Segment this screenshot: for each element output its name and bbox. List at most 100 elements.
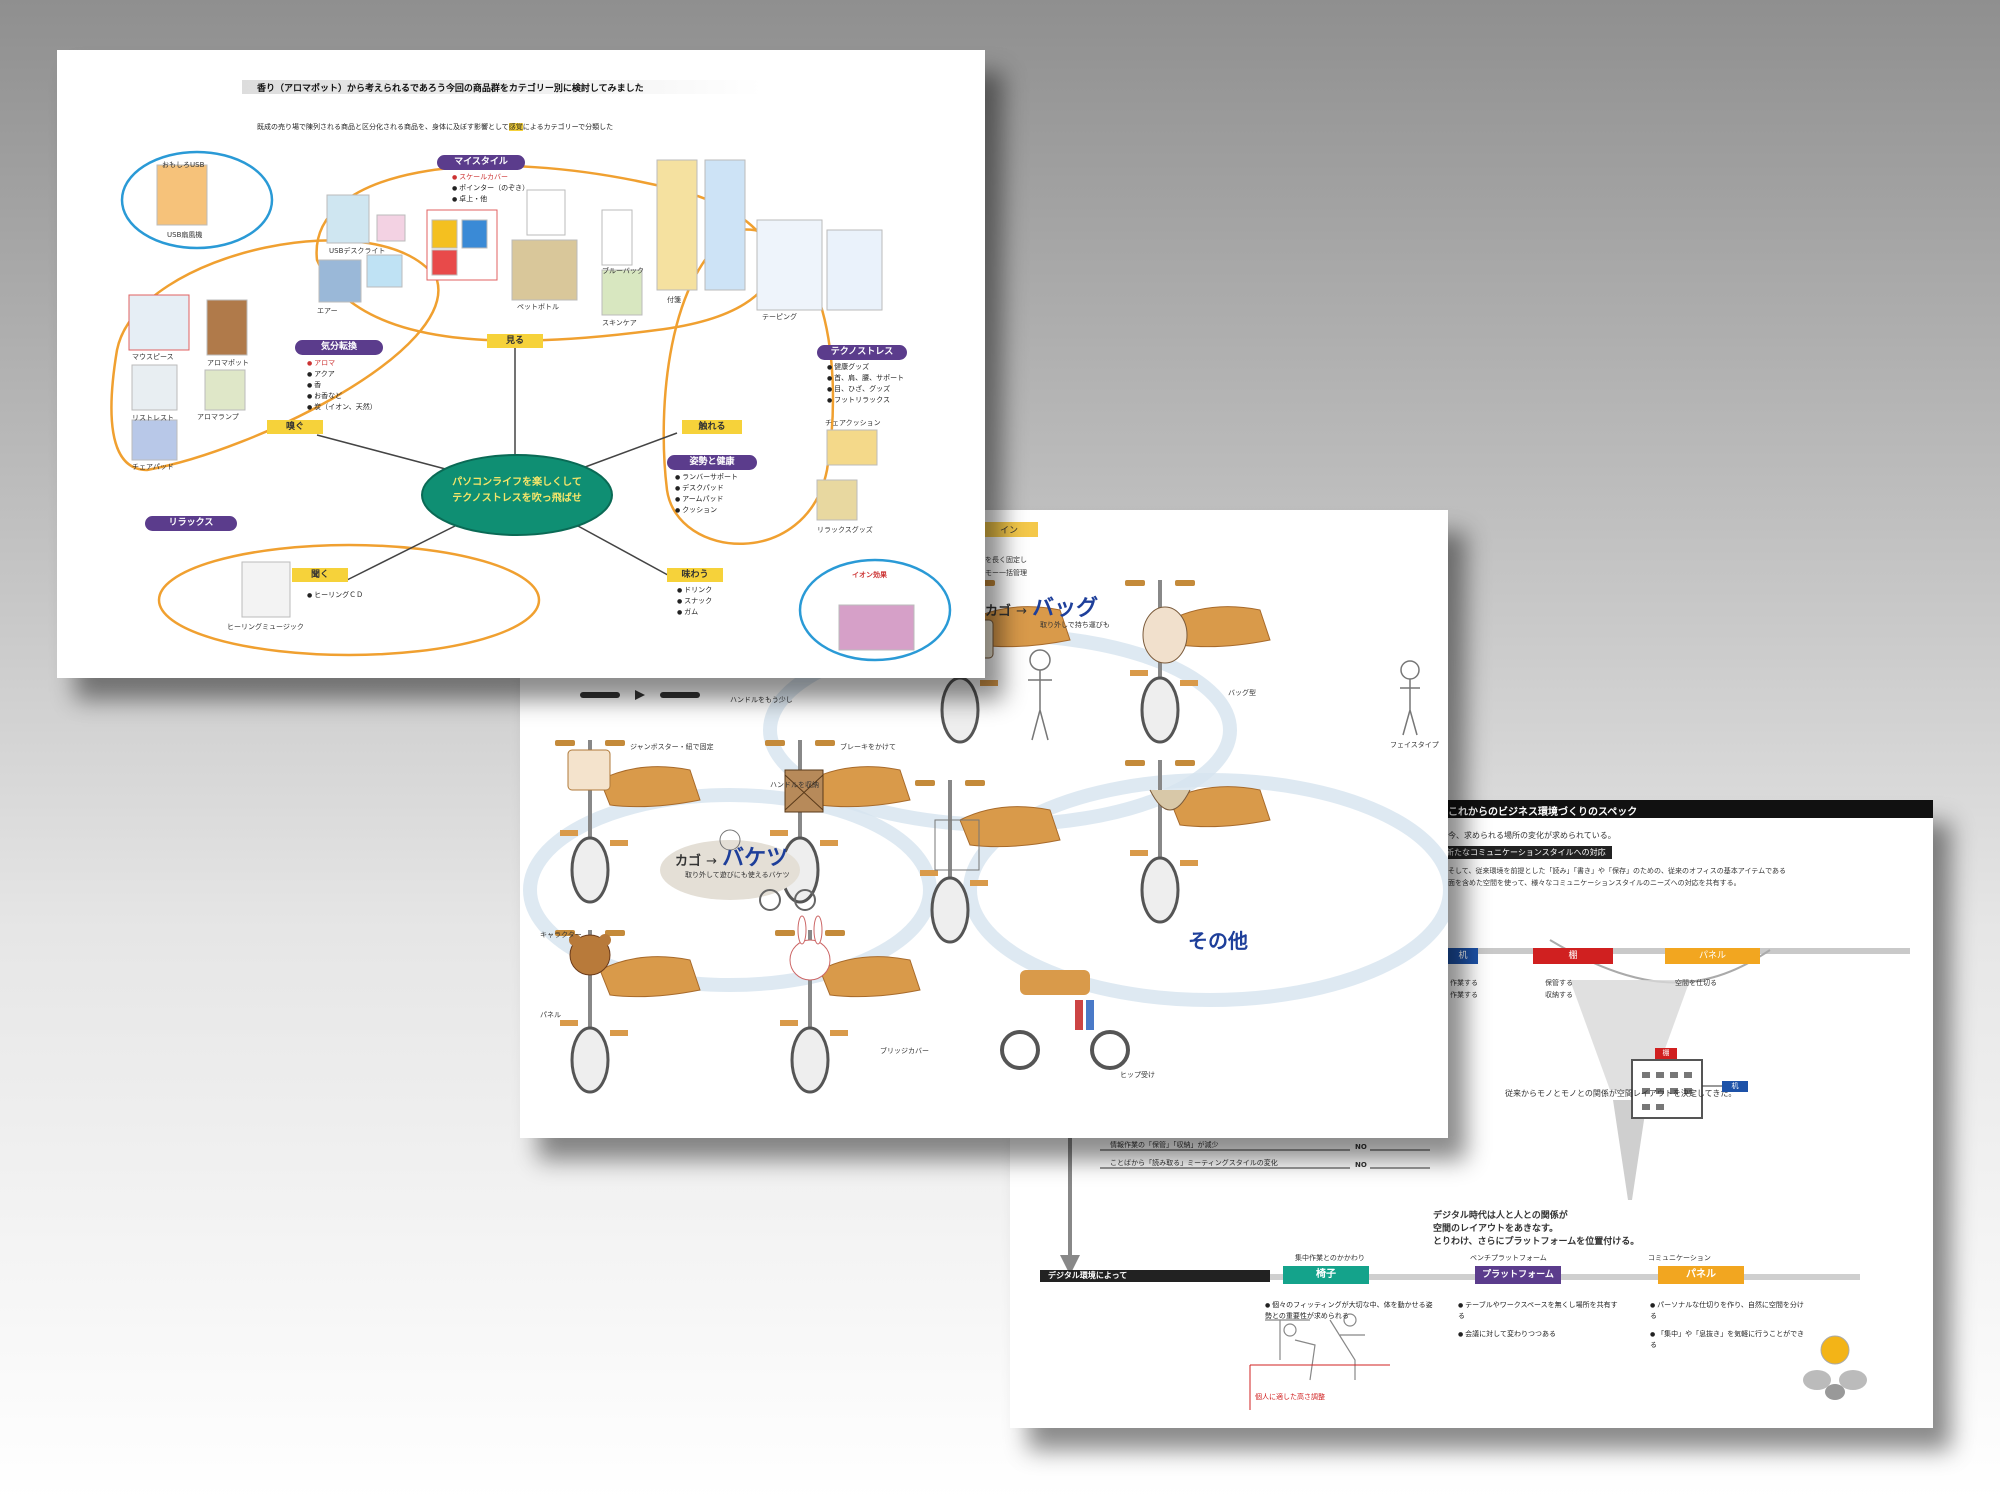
- bottom-tag-note: 集中作業とのかかわり: [1295, 1254, 1365, 1262]
- trike-wire-basket: [913, 778, 1062, 944]
- chair-caption: 個人に適した高さ調整: [1255, 1393, 1325, 1401]
- bottom-bar-label: デジタル環境によって: [1048, 1271, 1128, 1280]
- product-caption: エアー: [317, 307, 338, 315]
- trike-small-child: [660, 829, 816, 911]
- trike-net: [1123, 758, 1272, 924]
- product-caption: 付箋: [667, 296, 681, 304]
- mid-caption: ブレーキをかけて: [840, 743, 896, 751]
- product-caption: チェアパッド: [132, 463, 174, 471]
- sub-heading: 新たなコミュニケーションスタイルへの対応: [1440, 846, 1612, 859]
- cage-bag-note: 取り外しで持ち運びも: [1040, 621, 1110, 629]
- slide-aroma-mindmap: 香り（アロマポット）から考えられるであろう今回の商品群をカテゴリー別に検討してみ…: [57, 50, 985, 678]
- chair-list: 個々のフィッティングが大切な中、体を動かせる姿勢との重要性が求められる: [1265, 1300, 1435, 1321]
- mini-tag-desk: 机: [1722, 1081, 1748, 1092]
- mid-caption: フェイスタイプ: [1390, 741, 1439, 749]
- list-health: ランバーサポート デスクパッド アームパッド クッション: [675, 472, 738, 516]
- child-figure: [1400, 660, 1420, 736]
- list-kibun: アロマ アクア 香 お香など 炭（イオン、天然）: [307, 358, 377, 413]
- trike-bucket: [553, 738, 702, 904]
- tag-note: 保管する: [1545, 979, 1573, 987]
- product-caption: マウスピース: [132, 353, 174, 361]
- bottom-tag-chair: 椅子: [1283, 1266, 1369, 1284]
- arrow-row-text: ことばから「読み取る」ミーティングスタイルの変化: [1110, 1159, 1278, 1167]
- mid-caption: キャラクター: [540, 931, 582, 939]
- mid-caption: ブリッジカバー: [880, 1047, 929, 1055]
- body-text-1: そして、従来環境を前提とした「読み」「書き」や「保存」のための、従来のオフィスの…: [1448, 867, 1787, 875]
- product-caption: USBデスクライト: [329, 247, 386, 255]
- tag-note: 作業する: [1450, 991, 1478, 999]
- cage-bucket-note: 取り外して遊びにも使えるバケツ: [685, 871, 790, 879]
- mid-caption: ハンドルをもう少し: [730, 696, 793, 704]
- cat-health: 姿勢と健康: [667, 455, 757, 470]
- mindmap-diagram: [110, 150, 952, 662]
- digital-line: デジタル時代は人と人との関係が: [1433, 1211, 1568, 1221]
- tag-note: 空間を仕切る: [1675, 979, 1717, 987]
- tricycle-illustrations: [523, 578, 1448, 1094]
- branch-taste: 味わう: [667, 568, 723, 582]
- mid-caption: ハンドルを収納: [770, 781, 819, 789]
- intro-text: 今、求められる場所の変化が求められている。: [1448, 831, 1616, 840]
- product-caption: テーピング: [762, 313, 797, 321]
- list-my-style: スケールカバー ポインター（のぞき） 卓上・他: [452, 172, 529, 205]
- bottom-tag-panel: パネル: [1658, 1266, 1744, 1284]
- trike-bear: [553, 928, 702, 1094]
- front-subtitle: 既成の売り場で陳列される商品と区分化される商品を、身体に及ぼす影響として感覚によ…: [257, 123, 614, 131]
- body-text-2: 面を含めた空間を使って、様々なコミュニケーションスタイルのニーズへの対応を共有す…: [1448, 879, 1741, 887]
- slide-header-title: これからのビジネス環境づくりのスペック: [1448, 807, 1638, 818]
- product-caption: USB扇風機: [167, 231, 203, 239]
- branch-smell: 嗅ぐ: [267, 420, 323, 434]
- cage-bag-title: カゴ → バッグ: [985, 596, 1099, 621]
- mid-caption: パネル: [540, 1011, 561, 1019]
- arrow-tag: NO: [1355, 1143, 1367, 1151]
- person-figure: [1028, 649, 1052, 741]
- product-caption: ペットボトル: [517, 303, 559, 311]
- mid-caption: ヒップ受け: [1120, 1071, 1155, 1079]
- tag-note: 収納する: [1545, 991, 1573, 999]
- product-caption: スキンケア: [602, 319, 637, 327]
- bottom-tag-note: ベンチプラットフォーム: [1470, 1254, 1547, 1262]
- product-caption: リラックスグッズ: [817, 526, 873, 534]
- cat-relax: リラックス: [145, 516, 237, 531]
- usb-label: おもしろUSB: [162, 161, 205, 169]
- arrow-tag: NO: [1355, 1161, 1367, 1169]
- bottom-tag-note: コミュニケーション: [1648, 1254, 1711, 1262]
- product-caption: チェアクッション: [825, 419, 881, 427]
- front-title-bar: [242, 80, 762, 94]
- product-caption: アロマランプ: [197, 413, 239, 421]
- product-caption: ブルーバック: [602, 267, 644, 275]
- mid-caption: ジャンボスター・紐で固定: [630, 743, 714, 751]
- ion-label: イオン効果: [852, 571, 887, 579]
- tag-note: 作業する: [1450, 979, 1478, 987]
- other-title: その他: [1188, 929, 1248, 953]
- center-label: パソコンライフを楽しくして テクノストレスを吹っ飛ばせ: [452, 477, 582, 504]
- list-techno: 健康グッズ 首、肩、腰、サポート 目、ひざ、グッズ フットリラックス: [827, 362, 904, 406]
- digital-line: とりわけ、さらにプラットフォームを位置付ける。: [1433, 1237, 1640, 1247]
- list-relax: ヒーリングＣＤ: [307, 590, 363, 601]
- platform-list: テーブルやワークスペースを無くし場所を共有する 会議に対して変わりつつある: [1458, 1300, 1618, 1340]
- pod-logo: [1803, 1335, 1867, 1400]
- trike-backpack: [1123, 578, 1272, 744]
- front-title: 香り（アロマポット）から考えられるであろう今回の商品群をカテゴリー別に検討してみ…: [257, 84, 644, 94]
- digital-line: 空間のレイアウトをあきなす。: [1433, 1224, 1559, 1234]
- office-diagram: [1040, 939, 1910, 1410]
- trike-basket: [763, 738, 912, 904]
- mid-note: モー一括管理: [985, 569, 1027, 577]
- cat-my-style: マイスタイル: [437, 155, 525, 170]
- cat-techno: テクノストレス: [817, 345, 907, 360]
- cat-kibun: 気分転換: [295, 340, 383, 355]
- list-taste: ドリンク スナック ガム: [677, 585, 712, 618]
- cage-bucket-title: カゴ → バケツ: [675, 846, 789, 871]
- tag-shelf: 棚: [1533, 948, 1613, 964]
- product-caption: アロマポット: [207, 359, 249, 367]
- tag-panel: パネル: [1665, 948, 1760, 964]
- mid-note: を長く固定し: [985, 556, 1027, 564]
- product-thumbnails: [128, 159, 915, 651]
- product-caption: ヒーリングミュージック: [227, 623, 304, 631]
- branch-touch: 触れる: [682, 420, 742, 434]
- product-caption: リストレスト: [132, 414, 174, 422]
- branch-see: 見る: [487, 334, 543, 348]
- bottom-tag-platform: プラットフォーム: [1475, 1266, 1561, 1284]
- trike-compact: [1000, 970, 1130, 1070]
- arrow-row-text: 情報作業の「保管」「収納」が減少: [1110, 1141, 1219, 1149]
- trike-bunny: [773, 915, 922, 1094]
